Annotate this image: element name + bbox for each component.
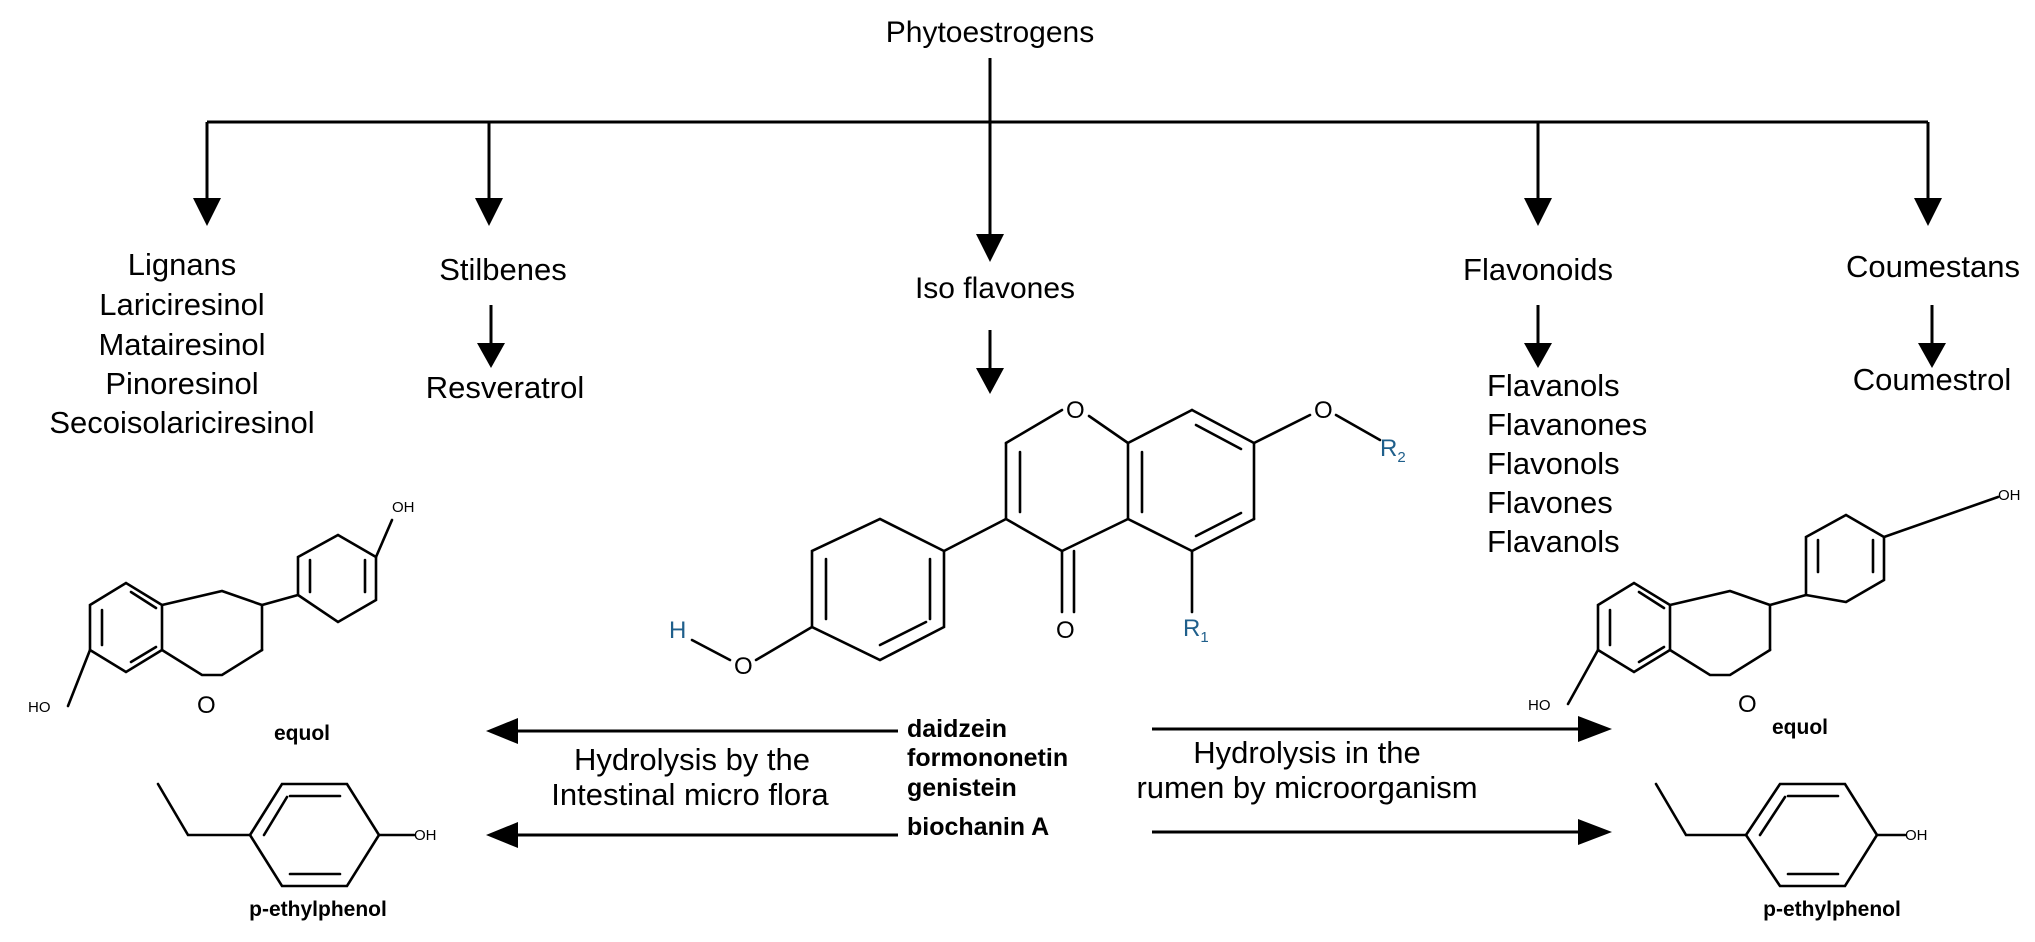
hydroxyl-oxygen: O: [734, 653, 753, 680]
ethylphenol-structure-left: OH: [156, 782, 437, 888]
tree-connectors: [205, 58, 1930, 236]
stilbenes-group: Stilbenes Resveratrol: [426, 252, 585, 405]
stilbenes-arrowhead: [477, 343, 505, 368]
compound-name: biochanin A: [907, 813, 1049, 841]
ho-label: HO: [28, 699, 51, 716]
equol-label-left: equol: [274, 722, 330, 745]
ho-label: HO: [1528, 697, 1551, 714]
right-process-line1: Hydrolysis in the: [1193, 735, 1420, 770]
lignan-item: Lariciresinol: [99, 287, 264, 322]
isoflavone-structure: O O R2 R1 O H O: [669, 397, 1406, 680]
lignans-title: Lignans: [128, 247, 237, 282]
lignan-item: Secoisolariciresinol: [49, 405, 314, 440]
coumestans-group: Coumestans Coumestrol: [1846, 249, 2020, 397]
coumestans-title: Coumestans: [1846, 249, 2020, 284]
compound-name: daidzein: [907, 715, 1007, 743]
ethylphenol-structure-right: OH: [1654, 782, 1928, 888]
carbonyl-oxygen: O: [1056, 617, 1075, 644]
flavonoid-item: Flavones: [1487, 485, 1613, 520]
stilbenes-title: Stilbenes: [439, 252, 567, 287]
equol-structure-right: OH HO O: [1528, 487, 2021, 718]
compound-name: genistein: [907, 774, 1017, 802]
left-process-line1: Hydrolysis by the: [574, 742, 810, 777]
equol-label-right: equol: [1772, 716, 1828, 739]
left-arrows: Hydrolysis by the Intestinal micro flora: [486, 718, 898, 848]
left-process-line2: Intestinal micro flora: [551, 777, 829, 812]
lignan-item: Pinoresinol: [105, 366, 258, 401]
lignan-item: Matairesinol: [98, 327, 265, 362]
tree-arrowheads: [193, 198, 1942, 262]
coumestans-product: Coumestrol: [1853, 362, 2012, 397]
ring-oxygen: O: [1066, 397, 1085, 424]
flavonoid-item: Flavonols: [1487, 446, 1620, 481]
isoflavones-group: Iso flavones: [915, 272, 1075, 394]
isoflavones-arrowhead: [976, 368, 1004, 394]
flavonoids-title: Flavonoids: [1463, 252, 1613, 287]
right-arrows: Hydrolysis in the rumen by microorganism: [1136, 716, 1612, 845]
ring-o-label: O: [1738, 691, 1757, 718]
oh-label: OH: [1905, 827, 1928, 844]
flavonoid-item: Flavanols: [1487, 368, 1620, 403]
flavonoid-item: Flavanols: [1487, 524, 1620, 559]
r2-label: R2: [1380, 435, 1406, 466]
root-label: Phytoestrogens: [886, 16, 1094, 49]
hydroxyl-hydrogen: H: [669, 617, 686, 644]
flavonoids-group: Flavonoids Flavanols Flavanones Flavonol…: [1463, 252, 1647, 559]
ethylphenol-label-right: p-ethylphenol: [1763, 898, 1901, 921]
ether-oxygen: O: [1314, 397, 1333, 424]
lignans-group: Lignans Lariciresinol Matairesinol Pinor…: [49, 247, 314, 440]
isoflavones-title: Iso flavones: [915, 272, 1075, 305]
oh-label: OH: [392, 499, 415, 516]
flavonoids-arrowhead: [1524, 343, 1552, 368]
r1-label: R1: [1183, 615, 1209, 646]
coumestans-arrowhead: [1918, 343, 1946, 368]
flavonoid-item: Flavanones: [1487, 407, 1647, 442]
ethylphenol-label-left: p-ethylphenol: [249, 898, 387, 921]
oh-label: OH: [1998, 487, 2021, 504]
compound-list: daidzein formononetin genistein biochani…: [907, 715, 1068, 841]
ring-o-label: O: [197, 692, 216, 719]
oh-label: OH: [414, 827, 437, 844]
stilbenes-product: Resveratrol: [426, 370, 585, 405]
compound-name: formononetin: [907, 744, 1068, 772]
equol-structure-left: OH HO O: [28, 499, 415, 719]
right-process-line2: rumen by microorganism: [1136, 770, 1477, 805]
